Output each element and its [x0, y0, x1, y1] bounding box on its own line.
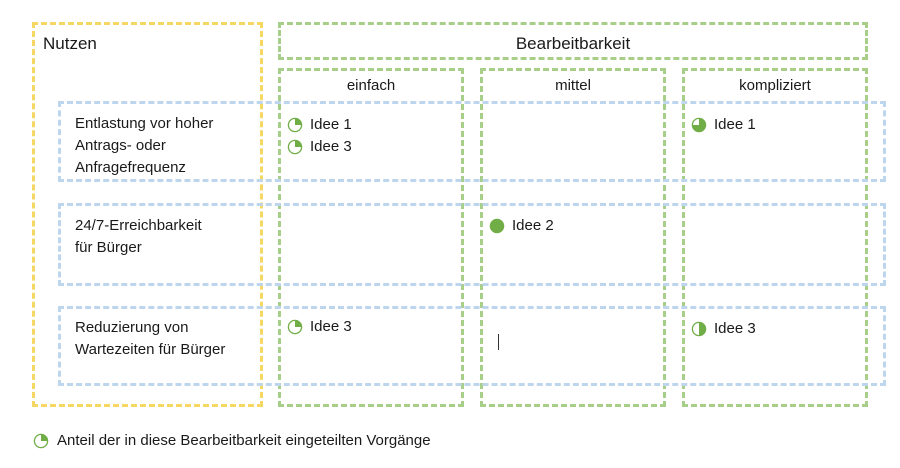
pie-share-icon	[287, 319, 303, 334]
nutzen-title: Nutzen	[43, 34, 97, 53]
idea-label: Idee 2	[512, 217, 554, 234]
legend: Anteil der in diese Bearbeitbarkeit eing…	[33, 432, 431, 449]
idea-item: Idee 2	[489, 217, 554, 234]
pie-share-icon	[287, 117, 303, 132]
idea-item: Idee 1	[287, 116, 352, 133]
column-header-mittel: mittel	[555, 77, 591, 94]
idea-item: Idee 3	[691, 320, 756, 337]
idea-label: Idee 3	[310, 138, 352, 155]
pie-share-icon	[691, 321, 707, 336]
column-header-kompliziert: kompliziert	[739, 77, 811, 94]
row-3-border	[58, 306, 886, 386]
idea-label: Idee 1	[714, 116, 756, 133]
idea-item: Idee 3	[287, 138, 352, 155]
column-header-einfach: einfach	[346, 77, 396, 94]
row-label-erreichbarkeit: 24/7-Erreichbarkeit für Bürger	[75, 217, 202, 256]
legend-text: Anteil der in diese Bearbeitbarkeit eing…	[57, 432, 431, 449]
pie-share-icon	[489, 218, 505, 233]
column-einfach-border	[278, 68, 464, 407]
row-label-wartezeiten: Reduzierung von Wartezeiten für Bürger	[75, 319, 226, 358]
column-kompliziert-border	[682, 68, 868, 407]
bearbeitbarkeit-header-border	[278, 22, 868, 60]
idea-label: Idee 1	[310, 116, 352, 133]
pie-share-icon	[287, 139, 303, 154]
idea-item: Idee 3	[287, 318, 352, 335]
row-1-border	[58, 101, 886, 182]
bearbeitbarkeit-title: Bearbeitbarkeit	[515, 34, 631, 53]
row-2-border	[58, 203, 886, 286]
text-cursor	[498, 334, 499, 350]
idea-label: Idee 3	[714, 320, 756, 337]
column-mittel-border	[480, 68, 666, 407]
nutzen-column-border	[32, 22, 263, 407]
idea-item: Idee 1	[691, 116, 756, 133]
row-label-entlastung: Entlastung vor hoher Antrags- oder Anfra…	[75, 115, 214, 176]
pie-share-icon	[691, 117, 707, 132]
idea-label: Idee 3	[310, 318, 352, 335]
pie-share-icon	[33, 433, 49, 448]
